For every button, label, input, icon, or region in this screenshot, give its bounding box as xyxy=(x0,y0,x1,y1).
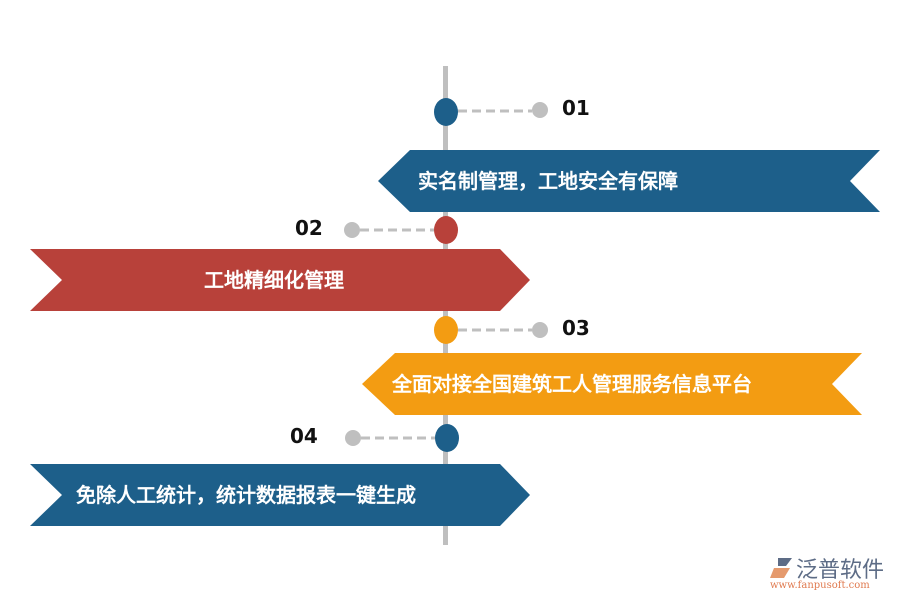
step-number-3: 03 xyxy=(562,316,590,340)
step-number-4: 04 xyxy=(290,424,318,448)
step-number-2: 02 xyxy=(295,216,323,240)
step-text-2: 工地精细化管理 xyxy=(204,268,344,292)
logo-icon xyxy=(770,558,792,578)
banner-2 xyxy=(30,249,530,311)
node-2 xyxy=(434,216,458,244)
step-text-3: 全面对接全国建筑工人管理服务信息平台 xyxy=(392,372,752,396)
banner-1 xyxy=(378,150,880,212)
node-3 xyxy=(434,316,458,344)
node-4 xyxy=(435,424,459,452)
logo-name: 泛普软件 xyxy=(796,558,885,583)
logo-url: www.fanpusoft.com xyxy=(770,580,870,591)
banner-3 xyxy=(362,353,862,415)
end-dot-4 xyxy=(345,430,361,446)
step-text-1: 实名制管理，工地安全有保障 xyxy=(418,169,678,193)
node-1 xyxy=(434,98,458,126)
end-dot-3 xyxy=(532,322,548,338)
banner-4 xyxy=(30,464,530,526)
step-number-1: 01 xyxy=(562,96,590,120)
end-dot-1 xyxy=(532,102,548,118)
end-dot-2 xyxy=(344,222,360,238)
step-text-4: 免除人工统计，统计数据报表一键生成 xyxy=(76,483,416,507)
